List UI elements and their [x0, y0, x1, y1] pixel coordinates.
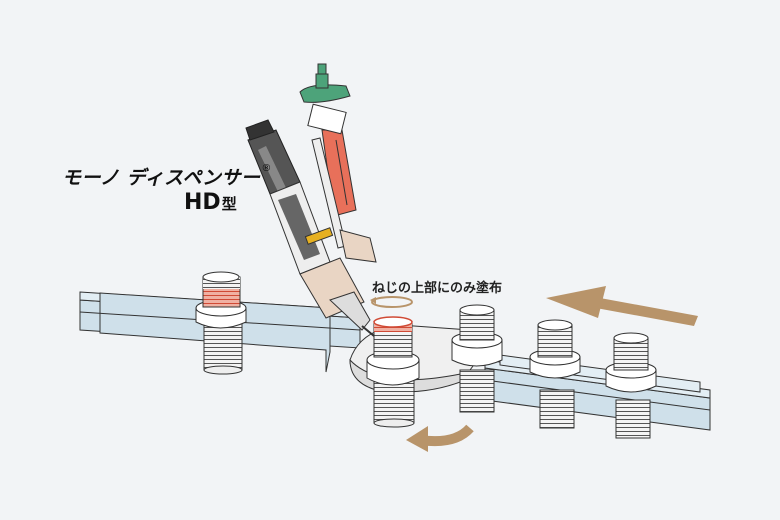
model-suffix: 型	[221, 195, 237, 213]
registered-mark: ®	[261, 163, 272, 174]
brand-name: モーノ ディスペンサー®	[62, 163, 272, 190]
right-rail	[484, 354, 711, 431]
screw-turntable-back	[451, 304, 503, 413]
model-text: HD	[184, 190, 221, 215]
arrow-left-icon	[546, 286, 698, 326]
screw-left	[195, 271, 247, 375]
screw-right-1	[529, 319, 581, 429]
brand-text: モーノ ディスペンサー	[62, 167, 261, 189]
model-name: HD型	[184, 190, 237, 215]
dispenser-unit	[245, 63, 377, 337]
curved-arrow-icon	[406, 424, 474, 452]
screw-right-2	[605, 332, 657, 439]
rotation-ellipse-icon	[370, 296, 413, 308]
screw-center	[366, 316, 420, 428]
callout-label: ねじの上部にのみ塗布	[372, 281, 503, 296]
